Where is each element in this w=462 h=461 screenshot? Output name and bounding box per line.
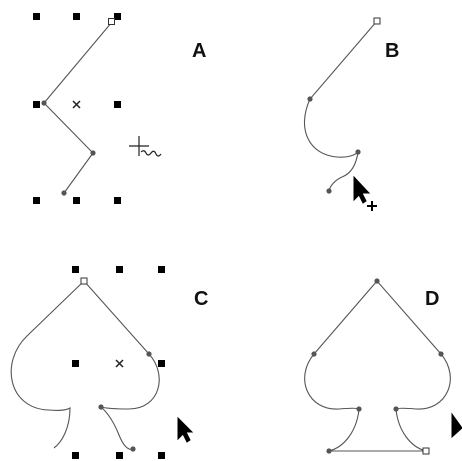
arrow-cursor-icon [354, 177, 369, 203]
endpoint-square-icon[interactable] [109, 19, 115, 25]
selection-handle-icon[interactable] [72, 266, 79, 273]
anchor-node-icon[interactable] [130, 446, 135, 451]
selection-handle-icon[interactable] [33, 13, 40, 20]
panel-a-label: A [192, 40, 206, 62]
selection-handle-icon[interactable] [158, 266, 165, 273]
panel-d: D [305, 278, 462, 454]
panel-a: A [33, 13, 206, 204]
selection-handle-icon[interactable] [116, 452, 123, 459]
panel-d-label: D [425, 288, 439, 310]
center-x-icon [73, 101, 80, 108]
center-x-icon [116, 360, 123, 367]
anchor-node-icon[interactable] [98, 404, 103, 409]
anchor-node-icon[interactable] [326, 448, 331, 453]
anchor-node-icon[interactable] [438, 351, 443, 356]
spade-left-path [305, 281, 377, 451]
selection-handle-icon[interactable] [158, 452, 165, 459]
selection-handle-icon[interactable] [72, 452, 79, 459]
anchor-node-icon[interactable] [90, 150, 95, 155]
arrow-cursor-icon [452, 414, 462, 437]
anchor-node-icon[interactable] [146, 351, 151, 356]
polyline-path [44, 22, 112, 193]
panel-b: B [304, 18, 399, 211]
panel-b-label: B [385, 40, 399, 62]
anchor-node-icon[interactable] [374, 278, 379, 283]
panel-c: C [11, 266, 208, 459]
selection-handle-icon[interactable] [116, 266, 123, 273]
anchor-node-icon[interactable] [61, 190, 66, 195]
selection-handle-icon[interactable] [33, 101, 40, 108]
anchor-node-icon[interactable] [355, 149, 360, 154]
anchor-node-icon[interactable] [356, 406, 361, 411]
anchor-node-icon[interactable] [41, 100, 46, 105]
selection-handle-icon[interactable] [114, 13, 121, 20]
endpoint-square-icon[interactable] [374, 18, 380, 24]
selection-handle-icon[interactable] [114, 197, 121, 204]
pen-tool-icon [129, 136, 161, 156]
selection-handle-icon[interactable] [158, 360, 165, 367]
selection-handle-icon[interactable] [73, 13, 80, 20]
selection-handle-icon[interactable] [72, 360, 79, 367]
anchor-node-icon[interactable] [307, 96, 312, 101]
selection-handle-icon[interactable] [33, 197, 40, 204]
plus-icon [367, 201, 377, 211]
anchor-node-icon[interactable] [393, 406, 398, 411]
selection-handle-icon[interactable] [114, 101, 121, 108]
anchor-node-icon[interactable] [311, 351, 316, 356]
panel-c-label: C [194, 288, 208, 310]
selection-handle-icon[interactable] [73, 197, 80, 204]
endpoint-square-icon[interactable] [81, 278, 87, 284]
arrow-cursor-icon [178, 418, 192, 442]
anchor-node-icon[interactable] [326, 188, 331, 193]
endpoint-square-icon[interactable] [423, 448, 429, 454]
curve-path [304, 21, 377, 191]
